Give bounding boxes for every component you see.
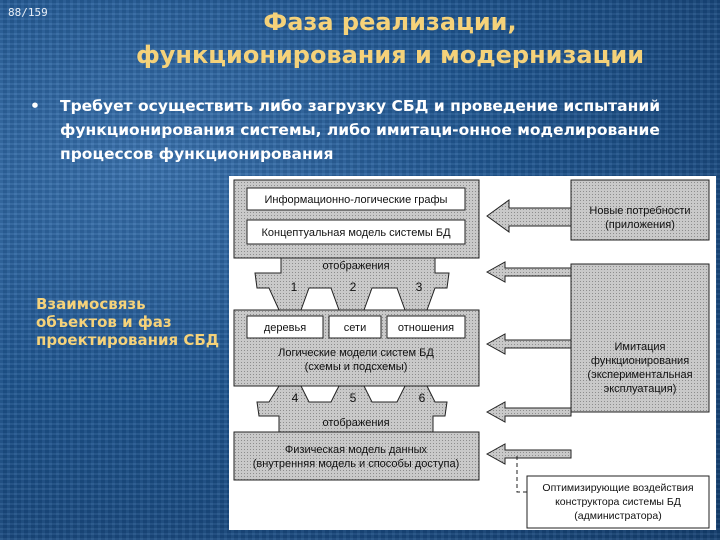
arrow-number-1: 1 [291, 280, 298, 294]
page-number: 88/159 [8, 6, 48, 19]
lower-mapping-arrow [256, 385, 448, 433]
new-needs-line-2: (приложения) [605, 219, 675, 231]
physical-section-frame [233, 431, 480, 481]
bullet-text: Требует осуществить либо загрузку СБД и … [60, 97, 661, 163]
upper-mapping-label: отображения [322, 260, 389, 272]
imitation-line-4: эксплуатация) [604, 383, 677, 395]
arrow-number-2: 2 [350, 280, 357, 294]
physical-model-subtitle: (внутренняя модель и способы доступа) [253, 458, 460, 470]
diagram-svg: Информационно-логические графы Концептуа… [233, 179, 710, 529]
slide-title: Фаза реализации, функционирования и моде… [60, 6, 720, 72]
arrow-number-4: 4 [292, 391, 299, 405]
design-phases-diagram: Информационно-логические графы Концептуа… [229, 176, 716, 530]
info-graphs-box [246, 187, 466, 211]
relations-cell [386, 315, 466, 339]
new-needs-box [570, 179, 710, 241]
title-line-1: Фаза реализации, [263, 8, 517, 36]
title-line-2: функционирования и модернизации [135, 41, 645, 69]
conceptual-model-box [246, 219, 466, 245]
physical-model-title: Физическая модель данных [285, 444, 428, 456]
lower-mapping-label: отображения [322, 417, 389, 429]
networks-cell [328, 315, 382, 339]
info-graphs-label: Информационно-логические графы [265, 194, 448, 206]
imitation-box [570, 263, 710, 413]
arrow-number-3: 3 [416, 280, 423, 294]
imitation-arrow-middle [485, 333, 572, 355]
imitation-line-2: функционирования [591, 355, 689, 367]
relations-label: отношения [398, 322, 454, 334]
optimizing-line-1: Оптимизирующие воздействия [542, 482, 693, 494]
optimizing-box [526, 475, 710, 529]
imitation-arrow-lower [485, 401, 572, 423]
optimizing-line-2: конструктора системы БД [555, 496, 681, 508]
logical-models-title: Логические модели систем БД [278, 347, 434, 359]
trees-label: деревья [264, 322, 306, 334]
arrow-number-6: 6 [419, 391, 426, 405]
imitation-arrow-upper [485, 261, 572, 283]
side-label: Взаимосвязь объектов и фаз проектировани… [36, 295, 220, 349]
new-needs-line-1: Новые потребности [589, 205, 690, 217]
imitation-arrow-physical [485, 443, 572, 465]
logical-models-subtitle: (схемы и подсхемы) [305, 361, 408, 373]
trees-cell [246, 315, 324, 339]
imitation-line-1: Имитация [614, 341, 665, 353]
networks-label: сети [344, 322, 366, 334]
optimizing-line-3: (администратора) [574, 510, 661, 522]
imitation-line-3: (экспериментальная [587, 369, 692, 381]
arrow-number-5: 5 [350, 391, 357, 405]
optimizing-feedback-line [516, 456, 527, 493]
new-needs-arrow [486, 199, 572, 233]
conceptual-model-label: Концептуальная модель системы БД [261, 227, 451, 239]
bullet-marker: • [30, 97, 40, 115]
